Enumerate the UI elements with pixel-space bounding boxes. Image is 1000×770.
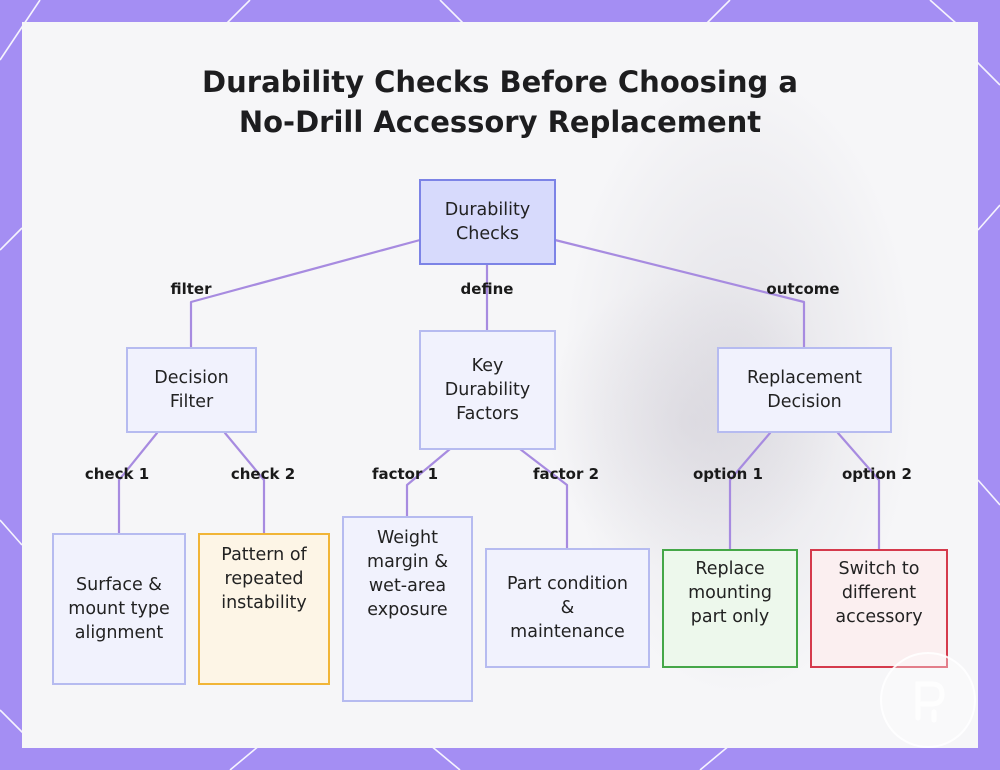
node-durability-checks: Durability Checks xyxy=(419,179,556,265)
node-surface-mount-alignment: Surface & mount type alignment xyxy=(52,533,186,685)
node-key-durability-factors: Key Durability Factors xyxy=(419,330,556,450)
edge-decision-to-switch xyxy=(836,431,881,552)
edge-factors-to-weight xyxy=(405,447,452,519)
title-line-2: No-Drill Accessory Replacement xyxy=(238,105,762,139)
brand-logo-icon xyxy=(880,652,976,748)
edge-label-option-1: option 1 xyxy=(693,465,763,483)
edge-label-check-2: check 2 xyxy=(230,465,296,483)
edge-filter-to-instability xyxy=(223,431,266,536)
diagram-title: Durability Checks Before Choosing a No-D… xyxy=(0,62,1000,142)
title-line-1: Durability Checks Before Choosing a xyxy=(202,65,798,99)
node-part-condition-maintenance: Part condition & maintenance xyxy=(485,548,650,668)
node-repeated-instability: Pattern of repeated instability xyxy=(198,533,330,685)
edge-root-to-replacement-decision xyxy=(553,238,806,350)
edge-label-outcome: outcome xyxy=(766,280,840,298)
edge-label-factor-2: factor 2 xyxy=(532,465,600,483)
edge-label-option-2: option 2 xyxy=(842,465,912,483)
edge-root-to-decision-filter xyxy=(189,238,422,350)
edge-decision-to-replace xyxy=(728,431,772,552)
edge-label-define: define xyxy=(460,280,514,298)
edge-label-filter: filter xyxy=(170,280,212,298)
edge-label-check-1: check 1 xyxy=(84,465,150,483)
edge-label-factor-1: factor 1 xyxy=(371,465,439,483)
node-replace-mounting-part: Replace mounting part only xyxy=(662,549,798,668)
edge-factors-to-condition xyxy=(518,447,569,551)
node-switch-accessory: Switch to different accessory xyxy=(810,549,948,668)
edge-filter-to-surface xyxy=(117,431,159,536)
node-decision-filter: Decision Filter xyxy=(126,347,257,433)
node-weight-margin-wet-area: Weight margin & wet-area exposure xyxy=(342,516,473,702)
node-replacement-decision: Replacement Decision xyxy=(717,347,892,433)
